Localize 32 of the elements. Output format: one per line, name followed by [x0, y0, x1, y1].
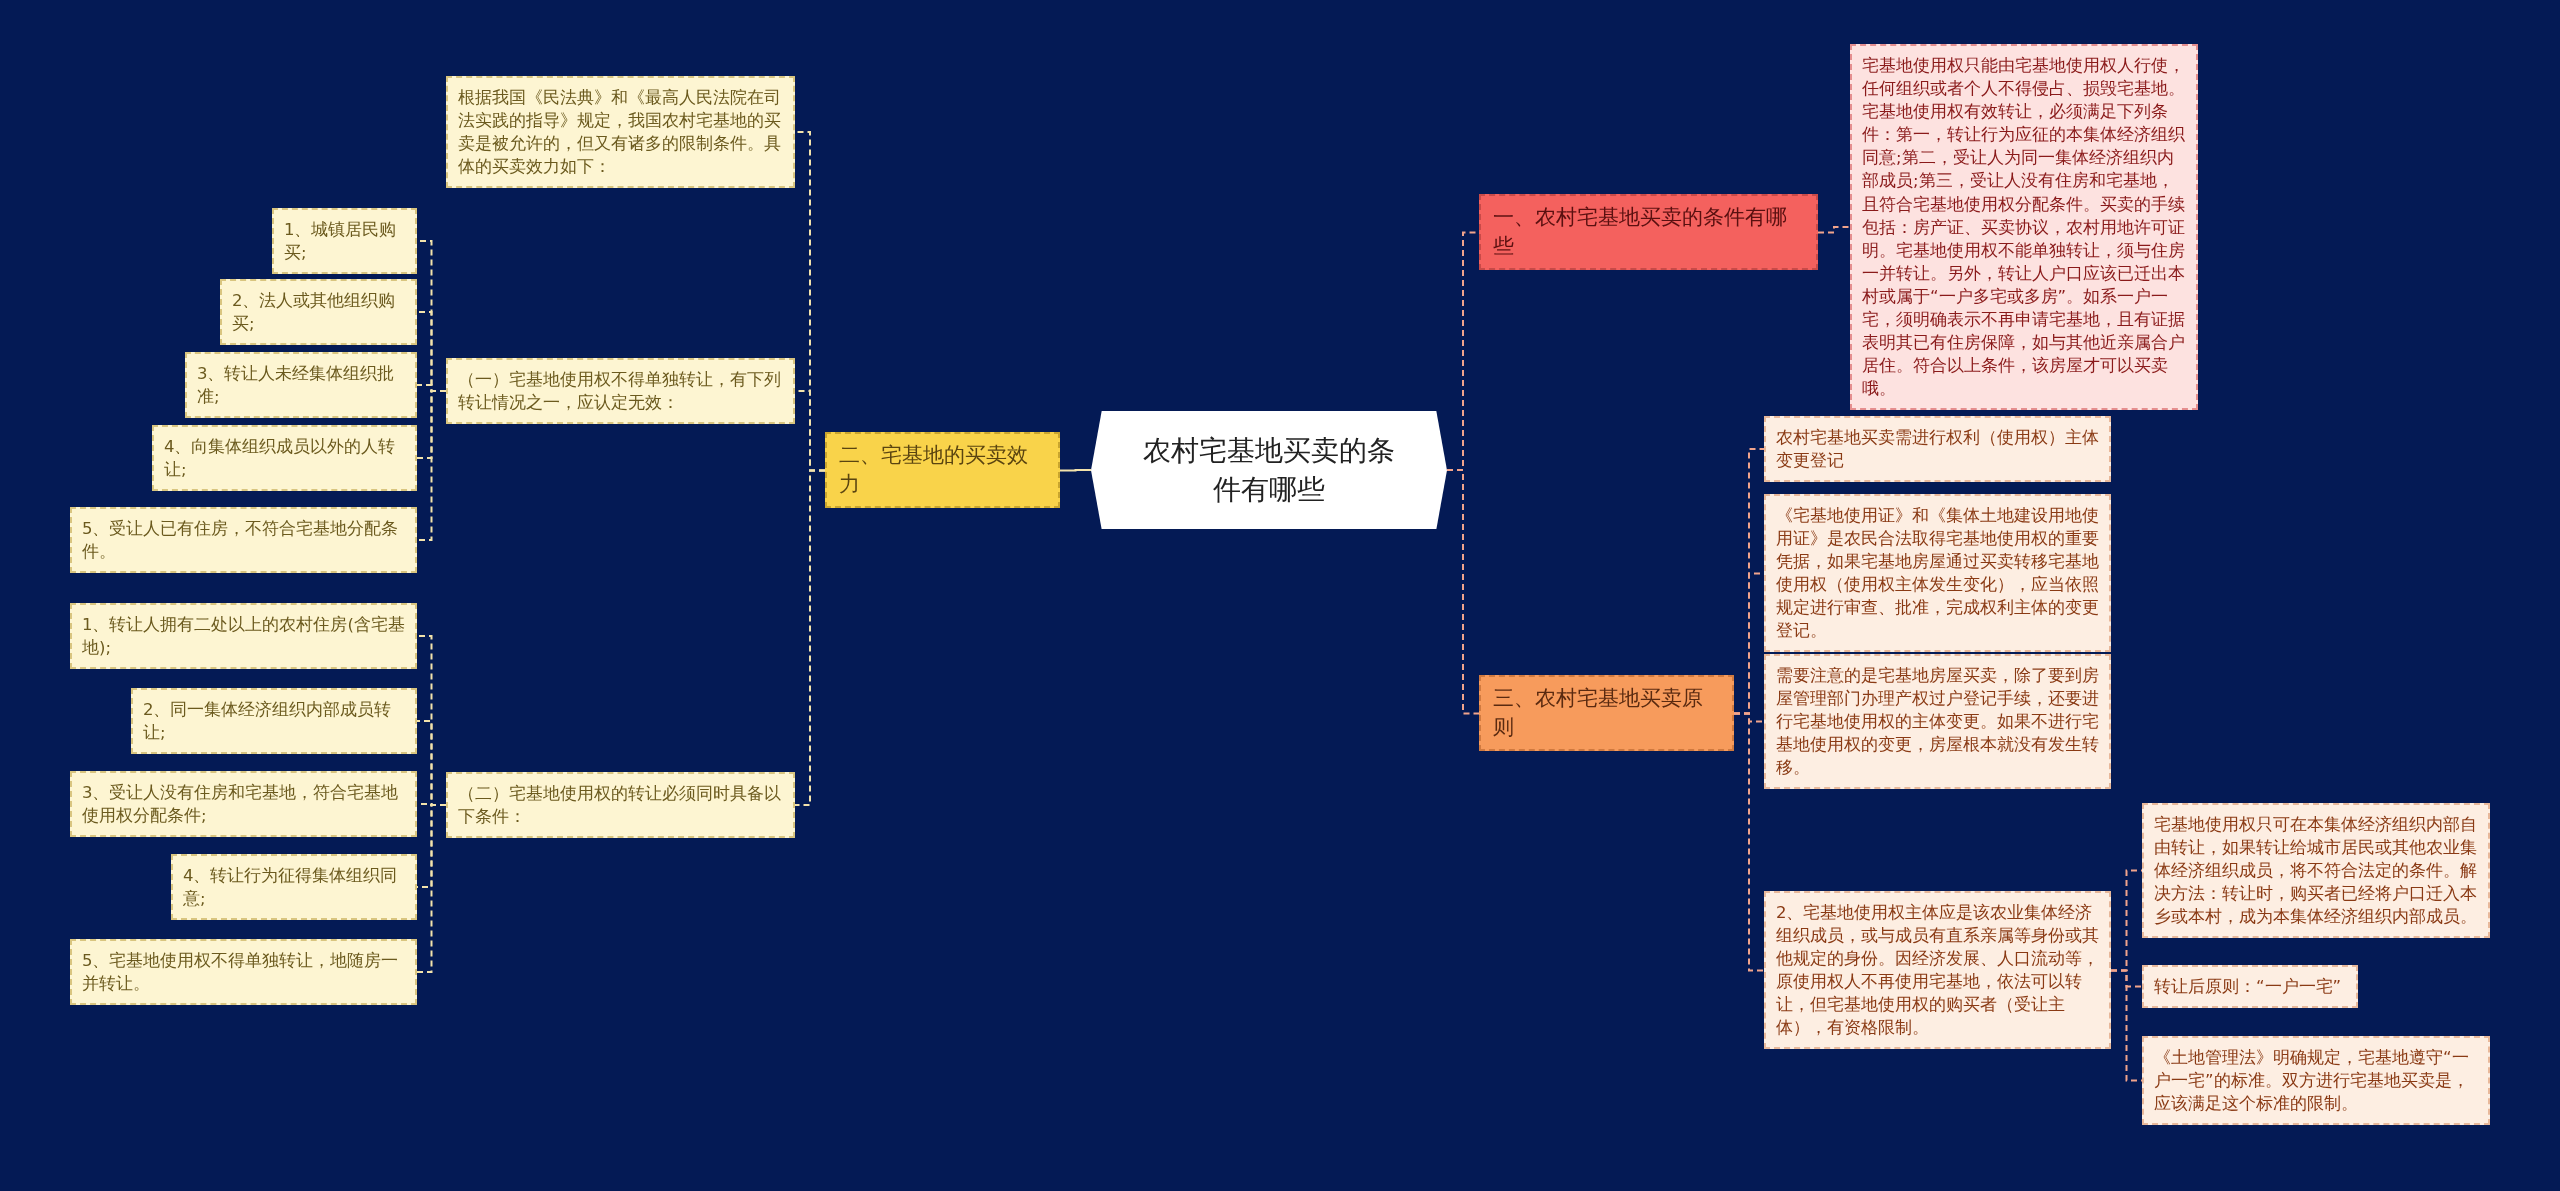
text-box: 1、转让人拥有二处以上的农村住房(含宅基地);	[70, 603, 417, 670]
text-box: 需要注意的是宅基地房屋买卖，除了要到房屋管理部门办理产权过户登记手续，还要进行宅基地使用权的主体变更。如果不进行宅基地使用权的变更，房屋根本就没有发生转移。	[1764, 653, 2111, 789]
central-topic: 农村宅基地买卖的条件有哪些	[1091, 411, 1447, 530]
connector-line	[416, 390, 447, 541]
text-box: （一）宅基地使用权不得单独转让，有下列转让情况之一，应认定无效：	[446, 358, 795, 425]
connector-line	[1446, 469, 1480, 715]
text-box: 4、向集体组织成员以外的人转让;	[152, 425, 417, 492]
text-box: 5、宅基地使用权不得单独转让，地随房一并转让。	[70, 939, 417, 1006]
text-box: 根据我国《民法典》和《最高人民法院在司法实践的指导》规定，我国农村宅基地的买卖是被允许的，但又有诸多的限制条件。具体的买卖效力如下：	[446, 76, 795, 189]
text-box: 《土地管理法》明确规定，宅基地遵守“一户一宅”的标准。双方进行宅基地买卖是，应该满足这个标准的限制。	[2142, 1035, 2490, 1125]
branch-box: 二、宅基地的买卖效力	[825, 431, 1060, 509]
text-box: 农村宅基地买卖需进行权利（使用权）主体变更登记	[1764, 416, 2111, 483]
text-box: 《宅基地使用证》和《集体土地建设用地使用证》是农民合法取得宅基地使用权的重要凭据，如果宅基地房屋通过买卖转移宅基地使用权（使用权主体发生变化），应当依照规定进行审查、批准，完成权利主体的变更登记。	[1764, 493, 2111, 653]
text-box: 1、城镇居民购买;	[272, 208, 417, 275]
text-box: 4、转让行为征得集体组织同意;	[171, 854, 417, 921]
text-box: 5、受让人已有住房，不符合宅基地分配条件。	[70, 507, 417, 574]
branch-box: 三、农村宅基地买卖原则	[1479, 674, 1734, 752]
text-box: 宅基地使用权只可在本集体经济组织内部自由转让，如果转让给城市居民或其他农业集体经济组织成员，将不符合法定的条件。解决方法：转让时，购买者已经将户口迁入本乡或本村，成为本集体经济组织内部成员。	[2142, 802, 2490, 938]
connector-line	[794, 469, 826, 806]
text-box: 宅基地使用权只能由宅基地使用权人行使，任何组织或者个人不得侵占、损毁宅基地。宅基地使用权有效转让，必须满足下列条件：第一，转让行为应征的本集体经济组织同意;第二，受让人为同一集体经济组织内部成员;第三，受让人没有住房和宅基地，且符合宅基地使用权分配条件。买卖的手续包括：房产证、买卖协议，农村用地许可证明。宅基地使用权不能单独转让，须与住房一并转让。另外，转让人户口应该已迁出本村或属于“一户多宅或多房”。如系一户一宅，须明确表示不再申请宅基地，且有证据表明其已有住房保障，如与其他近亲属合户居住。符合以上条件，该房屋才可以买卖哦。	[1850, 44, 2198, 411]
connector-line	[1817, 226, 1851, 234]
text-box: 2、宅基地使用权主体应是该农业集体经济组织成员，或与成员有直系亲属等身份或其他规定的身份。因经济发展、人口流动等，原使用权人不再使用宅基地，依法可以转让，但宅基地使用权的购买者（受让主体），有资格限制。	[1764, 890, 2111, 1050]
connector-line	[416, 804, 447, 973]
branch-box: 一、农村宅基地买卖的条件有哪些	[1479, 193, 1818, 271]
connector-line	[1059, 469, 1092, 472]
connector-line	[1733, 712, 1765, 972]
text-box: 转让后原则：“一户一宅”	[2142, 964, 2358, 1008]
text-box: （二）宅基地使用权的转让必须同时具备以下条件：	[446, 772, 795, 839]
text-box: 3、受让人没有住房和宅基地，符合宅基地使用权分配条件;	[70, 771, 417, 838]
text-box: 3、转让人未经集体组织批准;	[185, 352, 417, 419]
text-box: 2、同一集体经济组织内部成员转让;	[131, 688, 417, 755]
text-box: 2、法人或其他组织购买;	[220, 279, 417, 346]
